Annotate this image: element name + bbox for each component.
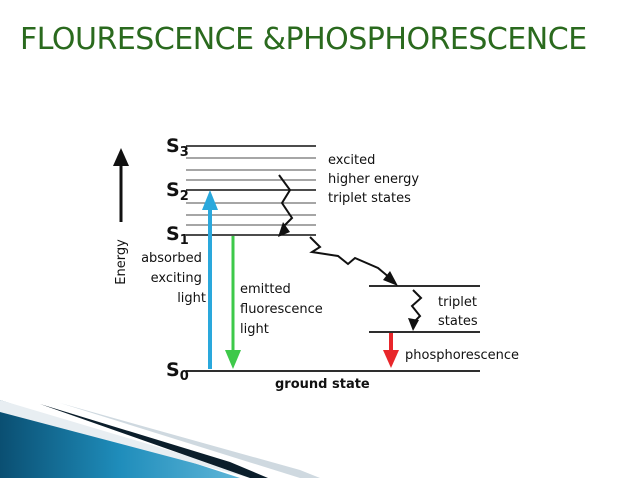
triplet-levels: [369, 285, 480, 333]
intersystem-crossing-arrowhead: [383, 271, 398, 286]
excited-label: excited higher energy triplet states: [328, 153, 423, 206]
internal-conversion-arrowhead: [278, 222, 290, 237]
triplet-relaxation-wave: [410, 289, 423, 323]
label-s2: S2: [166, 179, 189, 204]
energy-axis: Energy: [113, 148, 129, 285]
fluorescence-arrow: [225, 236, 241, 369]
intersystem-crossing-wave: [309, 236, 391, 279]
absorbed-label: absorbed exciting light: [141, 251, 206, 306]
triplet-states-label: triplet states: [438, 295, 481, 329]
ground-state-label: ground state: [275, 377, 370, 392]
energy-label: Energy: [114, 239, 129, 285]
label-s0: S0: [166, 359, 189, 384]
ribbon-light-edge: [60, 403, 320, 478]
level-labels: S3 S2 S1 S0: [166, 135, 189, 384]
ribbon-dark-edge: [40, 404, 268, 478]
emitted-label: emitted fluorescence light: [240, 282, 327, 337]
phosphorescence-arrow: [383, 333, 399, 368]
slide-title: FLOURESCENCE &PHOSPHORESCENCE: [20, 22, 587, 57]
energy-arrow-head: [113, 148, 129, 166]
triplet-relaxation-arrowhead: [408, 318, 419, 331]
decorative-ribbon: [0, 400, 320, 478]
absorption-arrow: [202, 190, 218, 369]
phosphorescence-label: phosphorescence: [405, 348, 519, 363]
label-s3: S3: [166, 135, 189, 160]
label-s1: S1: [166, 223, 189, 248]
internal-conversion-wave: [278, 174, 294, 229]
